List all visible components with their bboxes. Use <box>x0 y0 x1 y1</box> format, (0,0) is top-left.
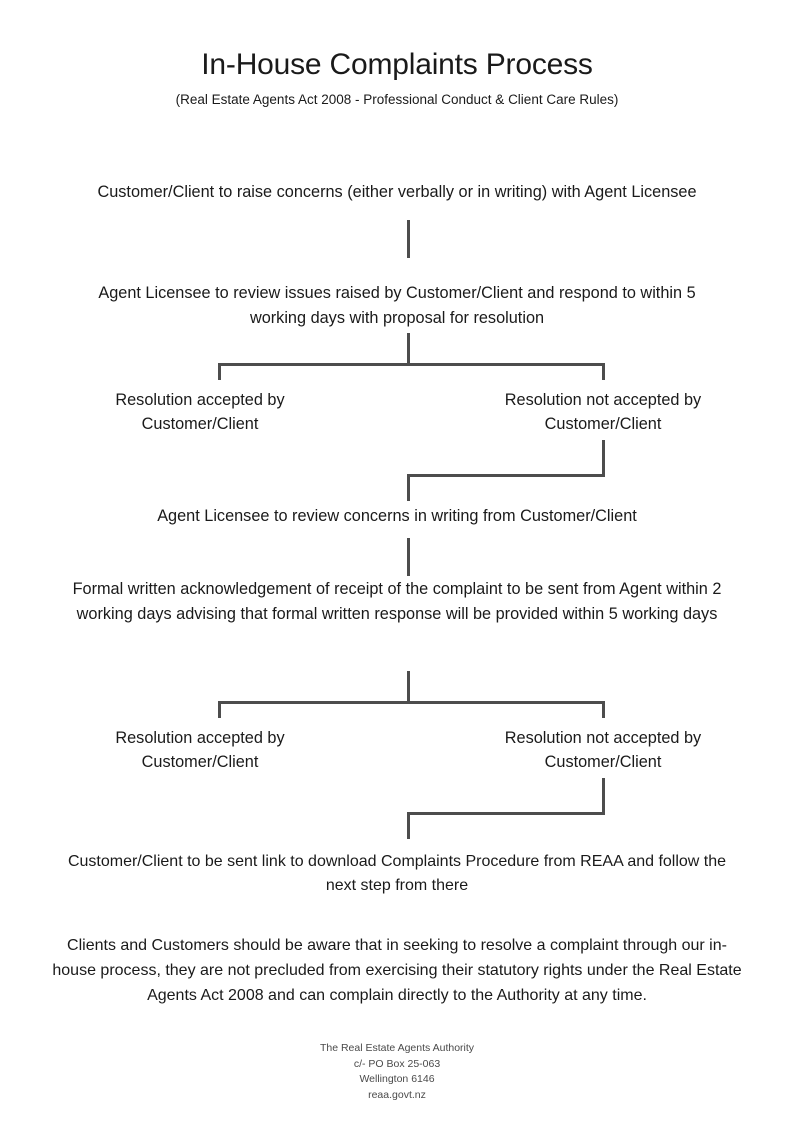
page-subtitle: (Real Estate Agents Act 2008 - Professio… <box>175 92 619 107</box>
footer-organisation: The Real Estate Agents Authority <box>319 1042 475 1054</box>
flow-step-2: Agent Licensee to review issues raised b… <box>98 284 696 327</box>
flow-step-4: Formal written acknowledgement of receip… <box>72 580 722 623</box>
flow-step-5: Customer/Client to be sent link to downl… <box>67 853 727 894</box>
disclaimer-text: Clients and Customers should be aware th… <box>52 937 742 1004</box>
branch1-split-bar <box>218 363 605 366</box>
connector-step3-to-step4 <box>407 538 410 576</box>
branch2-not-accepted-label: Resolution not accepted by Customer/Clie… <box>504 729 702 771</box>
branch1-left-drop <box>218 363 221 380</box>
branch2-accepted-label: Resolution accepted by Customer/Client <box>115 729 285 771</box>
branch2-rejoin-bar <box>407 812 605 815</box>
flow-step-3: Agent Licensee to review concerns in wri… <box>157 507 637 525</box>
flow-step-1: Customer/Client to raise concerns (eithe… <box>97 183 697 201</box>
footer-po-box: c/- PO Box 25-063 <box>353 1057 441 1070</box>
branch1-rejoin-bar <box>407 474 605 477</box>
footer-website: reaa.govt.nz <box>368 1088 426 1101</box>
footer-city: Wellington 6146 <box>359 1073 435 1085</box>
footer: The Real Estate Agents Authority c/- PO … <box>0 1041 794 1103</box>
page-title: In-House Complaints Process <box>201 48 593 81</box>
branch2-right-drop <box>602 701 605 718</box>
branch1-rejoin-vertical <box>602 440 605 476</box>
connector-branch2-to-step5 <box>407 812 410 839</box>
connector-step2-to-branch1 <box>407 333 410 364</box>
branch2-left-drop <box>218 701 221 718</box>
connector-step1-to-step2 <box>407 220 410 258</box>
branch2-split-bar <box>218 701 605 704</box>
branch2-rejoin-vertical <box>602 778 605 814</box>
branch1-accepted-label: Resolution accepted by Customer/Client <box>115 391 285 433</box>
branch1-right-drop <box>602 363 605 380</box>
connector-step4-to-branch2 <box>407 671 410 702</box>
branch1-not-accepted-label: Resolution not accepted by Customer/Clie… <box>504 391 702 433</box>
connector-branch1-to-step3 <box>407 474 410 501</box>
